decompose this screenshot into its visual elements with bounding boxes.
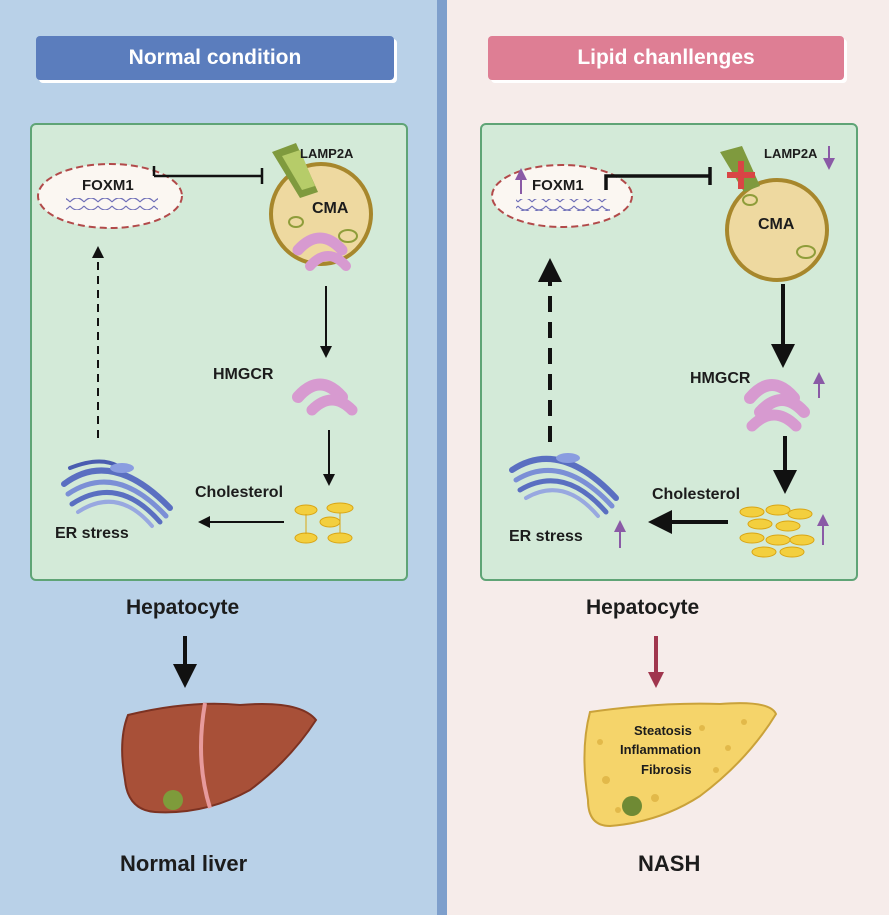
er-stress-label-lipid: ER stress bbox=[509, 528, 583, 545]
er-stress-label-normal: ER stress bbox=[55, 525, 129, 542]
fatty-liver-icon bbox=[583, 702, 778, 828]
lamp2a-label-lipid: LAMP2A bbox=[764, 146, 818, 161]
hepatocyte-label-normal: Hepatocyte bbox=[126, 596, 240, 619]
foxm1-nucleus-normal bbox=[37, 163, 183, 229]
foxm1-label-normal: FOXM1 bbox=[82, 177, 134, 194]
normal-liver-icon bbox=[121, 702, 318, 814]
hmgcr-protein-lipid bbox=[744, 379, 810, 432]
hmgcr-protein-normal bbox=[292, 378, 358, 416]
lipid-challenges-header: Lipid chanllenges bbox=[488, 36, 844, 80]
foxm1-nucleus-lipid bbox=[491, 164, 633, 228]
blocked-cross-icon bbox=[727, 161, 755, 189]
er-organelle-normal bbox=[61, 459, 173, 528]
cma-label-lipid: CMA bbox=[758, 216, 795, 233]
normal-liver-label: Normal liver bbox=[120, 851, 248, 876]
inflammation-label: Inflammation bbox=[620, 742, 701, 757]
cholesterol-molecules-lipid bbox=[739, 504, 815, 558]
er-organelle-lipid bbox=[509, 453, 619, 518]
hepatocyte-label-lipid: Hepatocyte bbox=[586, 596, 700, 619]
steatosis-label: Steatosis bbox=[634, 723, 692, 738]
lamp2a-receptor-normal bbox=[272, 143, 318, 198]
lamp2a-label-normal: LAMP2A bbox=[300, 146, 354, 161]
nash-label: NASH bbox=[638, 851, 701, 876]
foxm1-label-lipid: FOXM1 bbox=[532, 177, 584, 194]
inhibition-line-normal bbox=[152, 166, 264, 184]
cholesterol-label-lipid: Cholesterol bbox=[652, 486, 741, 503]
lysosome-lipid bbox=[725, 178, 829, 282]
panel-divider bbox=[437, 0, 447, 915]
inhibition-line-lipid bbox=[604, 167, 712, 190]
normal-condition-header: Normal condition bbox=[36, 36, 394, 80]
fibrosis-label: Fibrosis bbox=[641, 762, 692, 777]
cma-label-normal: CMA bbox=[312, 200, 349, 217]
cholesterol-molecules-normal bbox=[294, 502, 354, 544]
hmgcr-label-lipid: HMGCR bbox=[690, 370, 751, 387]
hmgcr-label-normal: HMGCR bbox=[213, 366, 274, 383]
cholesterol-label-normal: Cholesterol bbox=[195, 484, 284, 501]
